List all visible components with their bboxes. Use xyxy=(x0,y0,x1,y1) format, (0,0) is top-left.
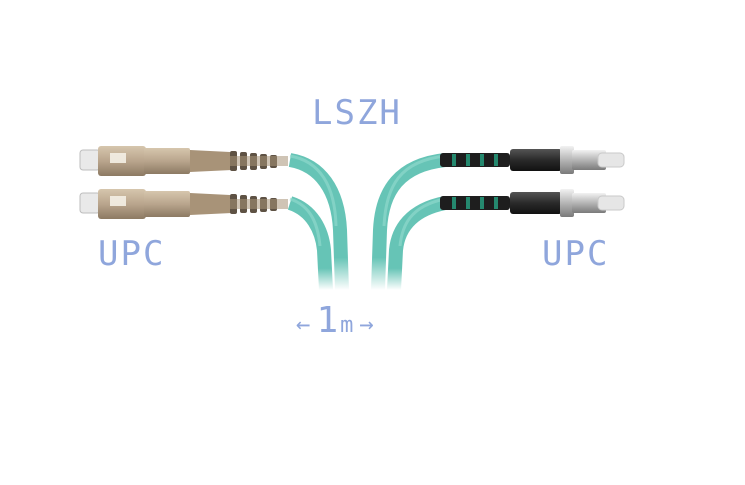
length-indicator: ← 1 m → xyxy=(296,300,374,341)
arrow-left-icon: ← xyxy=(296,310,311,338)
left-cable-top xyxy=(288,153,349,291)
length-unit: m xyxy=(340,313,354,338)
sc-connector-icon xyxy=(79,146,288,219)
arrow-right-icon: → xyxy=(359,310,374,338)
jacket-material-label: LSZH xyxy=(312,93,402,133)
st-connector-icon xyxy=(440,146,625,217)
left-polish-label: UPC xyxy=(98,234,166,274)
right-cable-top xyxy=(371,153,446,291)
left-cable-bottom xyxy=(287,196,333,291)
right-cable-bottom xyxy=(387,196,447,291)
length-value: 1 xyxy=(316,300,339,341)
right-polish-label: UPC xyxy=(542,234,610,274)
